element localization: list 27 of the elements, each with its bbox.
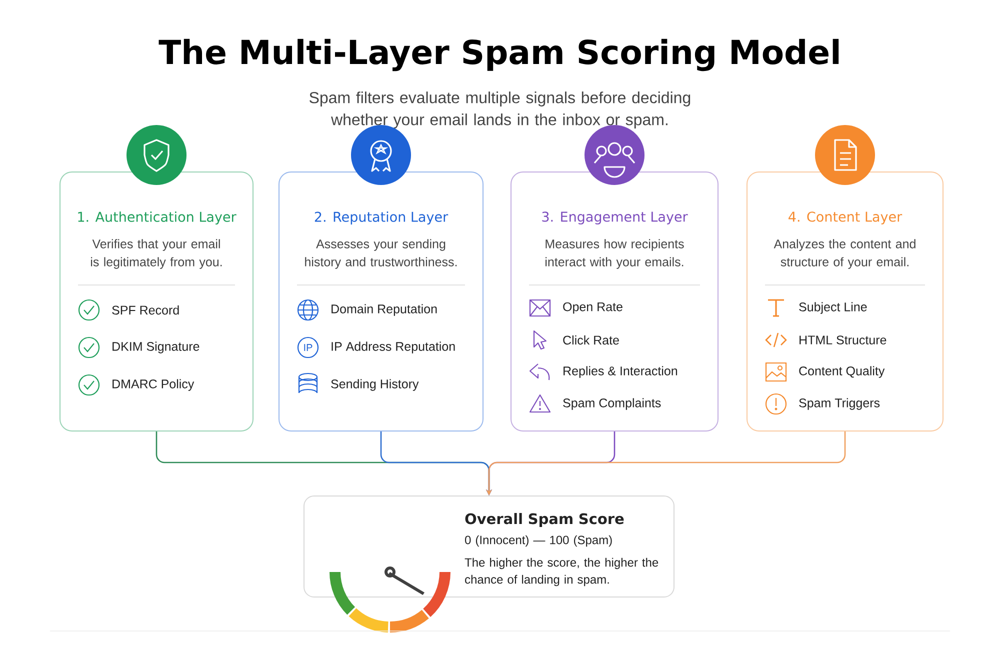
list-item: Domain Reputation [332, 304, 437, 316]
list-item: Sending History [331, 379, 419, 391]
card-description: Measures how recipients interact with your emails. [546, 239, 684, 269]
list-item: SPF Record [112, 305, 179, 315]
list-item: Spam Complaints [563, 398, 661, 410]
score-range: 0 (Innocent) — 100 (Spam) [465, 535, 612, 547]
card-heading: 2. Reputation Layer [314, 211, 448, 225]
list-item: DKIM Signature [112, 342, 200, 354]
score-description: The higher the score, the higher the chance of landing in spam. [464, 558, 658, 586]
title: The Multi-Layer Spam Scoring Model [158, 38, 839, 72]
list-item: Click Rate [563, 335, 619, 345]
list-item: DMARC Policy [112, 379, 194, 391]
card-description: Verifies that your email is legitimately from you. [91, 239, 222, 269]
list-item: IP Address Reputation [332, 342, 455, 354]
card-heading: 1. Authentication Layer [78, 211, 236, 225]
card-description: Assesses your sending history and trustworthiness. [305, 239, 457, 269]
card-heading: 3. Engagement Layer [542, 212, 688, 224]
list-item: HTML Structure [800, 336, 886, 344]
card-heading: 4. Content Layer [788, 212, 902, 224]
list-item: Replies & Interaction [564, 366, 678, 378]
list-item: Open Rate [563, 302, 622, 314]
subtitle: Spam filters evaluate multiple signals before deciding whether your email lands in the inbox or spam. [310, 92, 690, 128]
list-item: Subject Line [799, 302, 867, 314]
card-description: Analyzes the content and structure of your email. [774, 239, 916, 269]
list-item: Spam Triggers [799, 398, 880, 410]
list-item: Content Quality [799, 366, 885, 378]
score-heading: Overall Spam Score [465, 512, 624, 528]
